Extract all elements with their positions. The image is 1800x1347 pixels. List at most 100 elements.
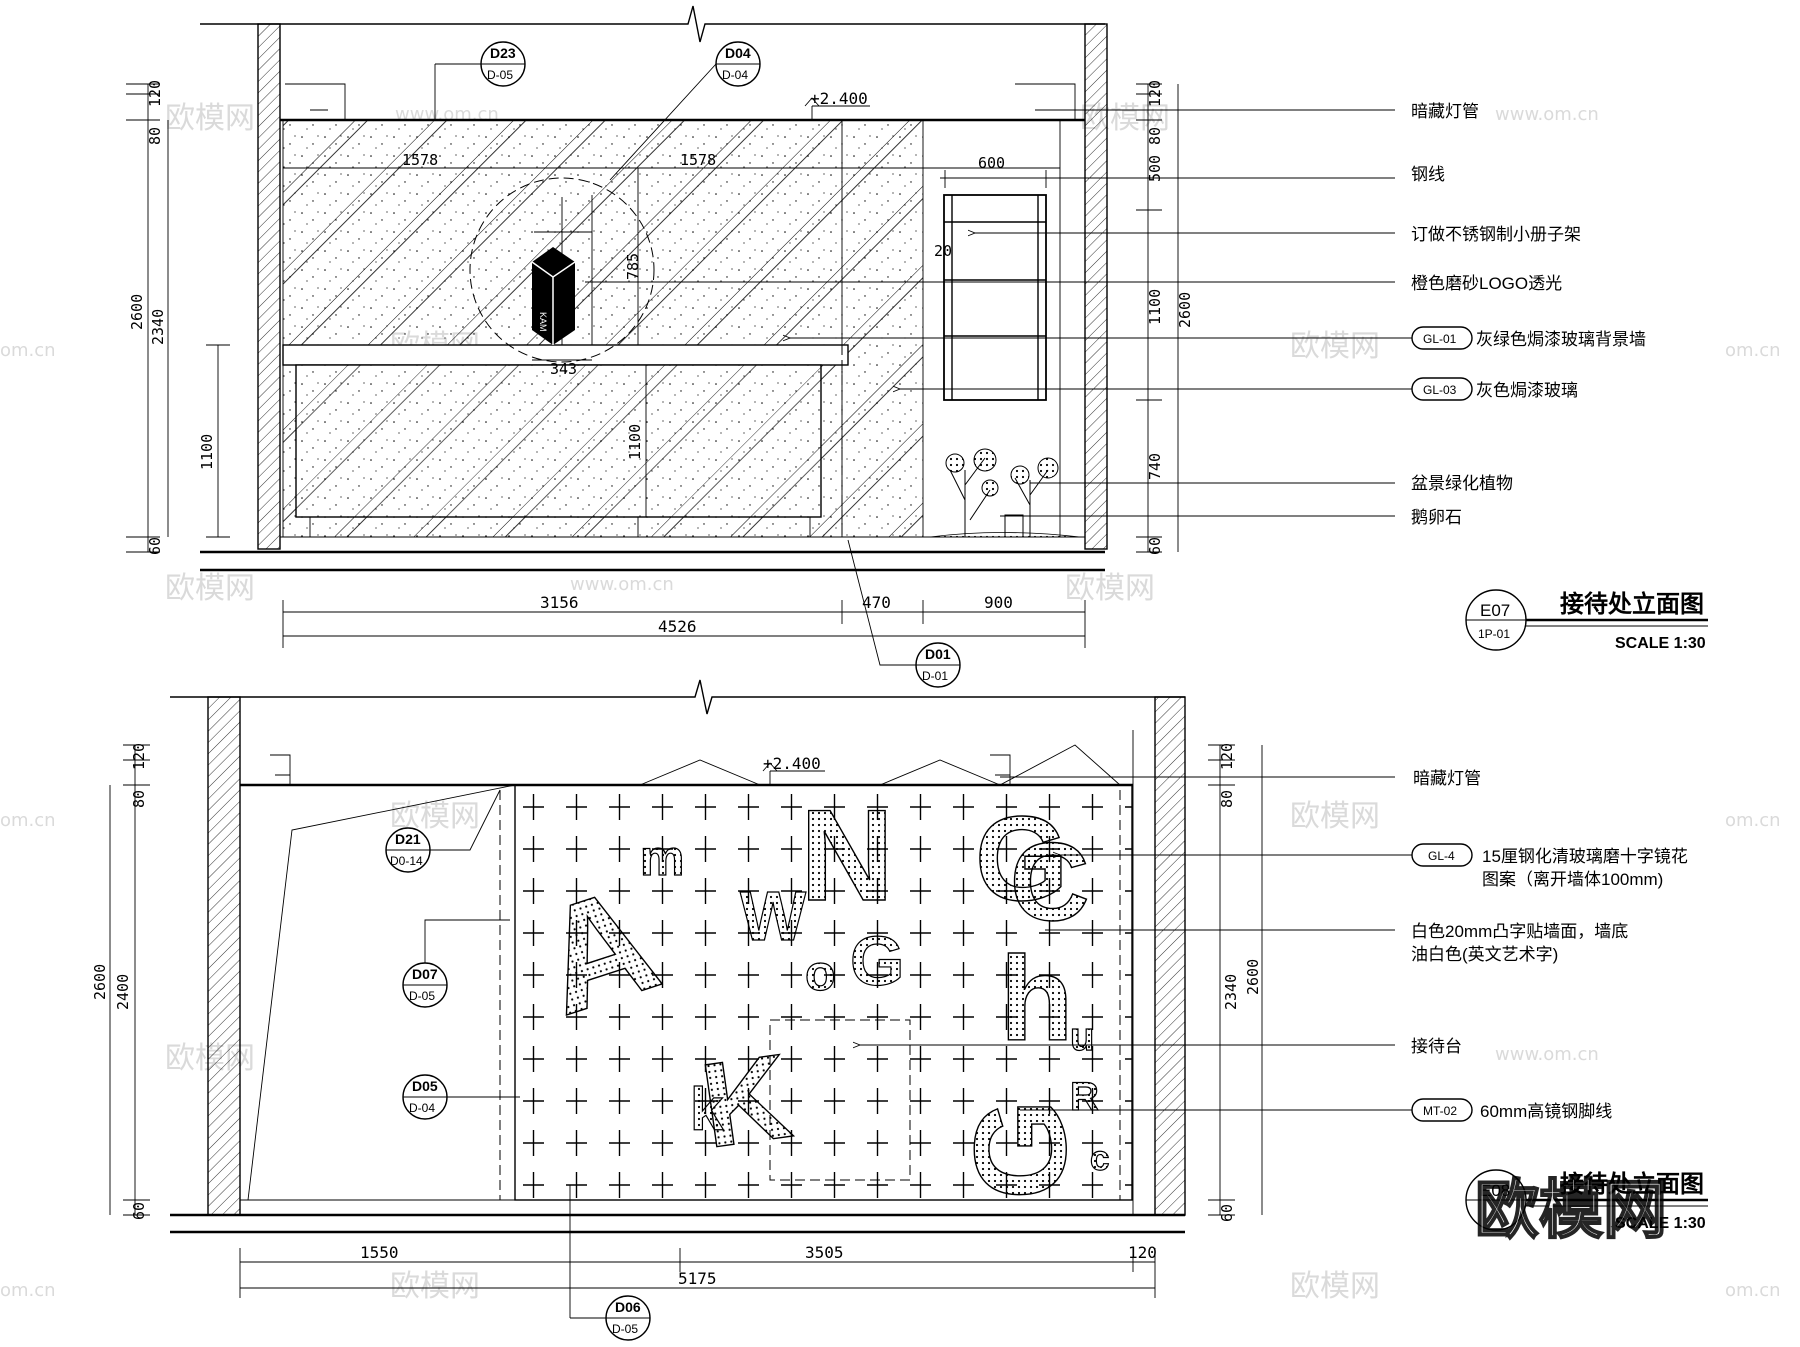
art-letter: o [805, 945, 836, 1001]
elevation-1: KAM 120 80 2600 2340 60 1100 [126, 5, 1708, 688]
watermark-brand: 欧模网 [1065, 571, 1155, 606]
pebbles [929, 532, 1081, 538]
dim-text: 120 [130, 743, 148, 770]
dim-text: 60 [1146, 537, 1164, 555]
dim-text: 60 [146, 537, 164, 555]
dim-text: 1550 [360, 1243, 399, 1262]
watermark-url: www.om.cn [1495, 1044, 1599, 1065]
annotation-text: 灰绿色焗漆玻璃背景墙 [1476, 330, 1646, 349]
watermark-logo: 欧模网 [1475, 1174, 1667, 1246]
annotation-text: 灰色焗漆玻璃 [1476, 381, 1578, 400]
drawing-scale: SCALE 1:30 [1615, 635, 1706, 652]
callout-code: D01 [925, 646, 951, 662]
watermark-brand: 欧模网 [1290, 799, 1380, 834]
annotations: 暗藏灯管 钢线 订做不锈钢制小册子架 橙色磨砂LOGO透光 GL-01 灰绿色焗… [585, 102, 1646, 527]
watermark-brand: 欧模网 [1290, 329, 1380, 364]
annotation-text: 钢线 [1411, 165, 1445, 184]
break-line [200, 5, 1105, 43]
dim-text: 3505 [805, 1243, 844, 1262]
dim-text: 2600 [1176, 292, 1194, 328]
drawing-title: 接待处立面图 [1560, 590, 1704, 618]
callout-sheet: D-05 [487, 68, 513, 82]
watermark-url-tail: om.cn [1725, 340, 1781, 361]
art-letter: h [1000, 932, 1073, 1066]
dim-text: 1578 [402, 151, 438, 169]
dim-text: 3156 [540, 593, 579, 612]
dim-text: 80 [146, 127, 164, 145]
watermark-url-tail: om.cn [0, 340, 56, 361]
dim-text: 2600 [128, 294, 146, 330]
detail-callout: D07 D-05 [402, 919, 510, 1008]
dim-text: 120 [1146, 80, 1164, 107]
drawing-sheet-ref: 1P-01 [1478, 627, 1510, 641]
callout-sheet: D0-14 [390, 854, 423, 868]
watermark-brand: 欧模网 [165, 101, 255, 136]
annotation-text: 油白色(英文艺术字) [1411, 945, 1558, 964]
level-marker: +2.400 [804, 89, 870, 120]
watermark-brand: 欧模网 [390, 1269, 480, 1304]
detail-callout: D01 D-01 [847, 539, 961, 688]
dim-text: 1100 [1146, 289, 1164, 325]
light-trough [270, 754, 1011, 785]
art-letter: G [850, 922, 904, 1000]
dim-text: 120 [146, 80, 164, 107]
art-letter: G [975, 792, 1068, 926]
level-marker: +2.400 [762, 754, 825, 785]
callout-sheet: D-04 [409, 1101, 435, 1115]
dim-text: 4526 [658, 617, 697, 636]
dim-text: 120 [1218, 743, 1236, 770]
left-wall [257, 23, 281, 550]
level-text: +2.400 [763, 754, 821, 773]
elevation-2: A m W N G C o G h K k u R c G +2.400 120… [91, 679, 1708, 1341]
floor-line [170, 1213, 1185, 1234]
watermark-url-tail: om.cn [1725, 1280, 1781, 1301]
art-letter: K [694, 1029, 798, 1174]
dim-text: 1100 [198, 434, 216, 470]
drawing-title-block: E08 接待处立面图 SCALE 1:30 [1465, 1169, 1708, 1232]
annotation-text: 订做不锈钢制小册子架 [1411, 225, 1581, 244]
shelf-dividers [944, 195, 1046, 400]
dim-text: 900 [984, 593, 1013, 612]
callout-sheet: D-01 [922, 669, 948, 683]
detail-callout: D23 D-05 [434, 41, 526, 120]
dim-text: 60 [130, 1202, 148, 1220]
drawing-id: E08 [1480, 1181, 1510, 1200]
art-letter: c [1090, 1139, 1109, 1178]
art-letter: W [740, 877, 806, 955]
annotation-text: 盆景绿化植物 [1411, 474, 1513, 493]
art-letter: N [800, 782, 894, 928]
callout-sheet: D-05 [409, 989, 435, 1003]
detail-callout: D21 D0-14 [385, 789, 501, 873]
logo-text: KAM [538, 312, 548, 332]
dim-text: 80 [1218, 790, 1236, 808]
right-dimensions: 120 80 2340 2600 60 [1208, 743, 1263, 1222]
detail-callout: D06 D-05 [569, 1185, 651, 1341]
material-tag: GL-03 [1423, 383, 1457, 397]
break-line [170, 679, 1185, 715]
dim-text: 2400 [114, 974, 132, 1010]
art-letter: u [1070, 1015, 1094, 1059]
dim-text: 1100 [626, 424, 644, 460]
annotation-text: 橙色磨砂LOGO透光 [1411, 274, 1562, 293]
dim-text: 80 [1146, 127, 1164, 145]
dim-text: 1578 [680, 151, 716, 169]
top-dimensions: 1578 1578 600 20 785 1100 343 [283, 151, 1047, 460]
dim-text: 740 [1146, 453, 1164, 480]
watermark-brand: 欧模网 [165, 571, 255, 606]
dim-text: 120 [1128, 1243, 1157, 1262]
annotation-text: 暗藏灯管 [1411, 102, 1479, 121]
left-dimensions: 120 80 2600 2400 60 [91, 743, 150, 1220]
dim-text: 2340 [1222, 974, 1240, 1010]
annotation-text: 暗藏灯管 [1413, 769, 1481, 788]
callout-code: D05 [412, 1078, 438, 1094]
watermark-url-tail: om.cn [0, 1280, 56, 1301]
dim-text: 80 [130, 790, 148, 808]
callout-sheet: D-05 [612, 1322, 638, 1336]
material-tag: MT-02 [1423, 1104, 1457, 1118]
logo-cube: KAM [531, 247, 576, 345]
drawing-title-block: E07 1P-01 接待处立面图 SCALE 1:30 [1465, 589, 1708, 652]
annotation-text: 60mm高镜钢脚线 [1480, 1102, 1612, 1121]
right-wall [1084, 23, 1108, 550]
detail-callout: D05 D-04 [402, 1074, 520, 1120]
